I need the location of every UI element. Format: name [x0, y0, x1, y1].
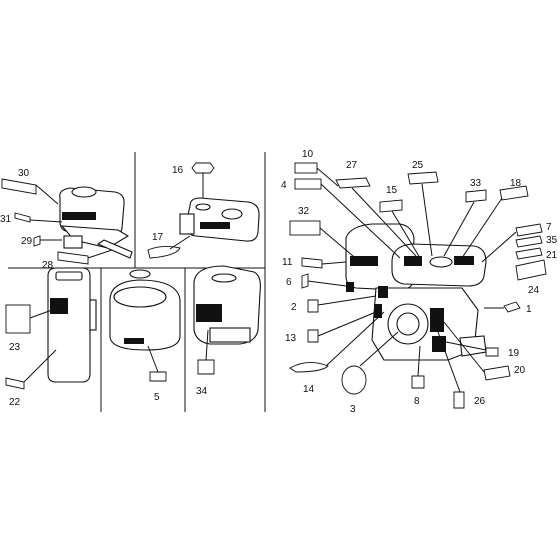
decal-3	[341, 331, 399, 395]
part-number-6: 6	[286, 277, 292, 288]
part-number-13: 13	[285, 333, 297, 344]
decal-10	[294, 162, 339, 187]
decal-8	[411, 345, 425, 389]
decal-17	[147, 235, 191, 259]
air-cleaner-assembly-a	[59, 186, 133, 259]
part-number-28: 28	[42, 260, 54, 271]
part-number-14: 14	[303, 384, 315, 395]
part-number-18: 18	[510, 178, 522, 189]
decal-33	[443, 189, 487, 257]
decal-6	[301, 273, 347, 289]
decal-28	[57, 249, 113, 265]
part-number-3: 3	[350, 404, 356, 415]
part-number-1: 1	[526, 304, 532, 315]
decal-7	[481, 223, 543, 263]
decal-2	[307, 295, 377, 313]
decal-30	[1, 178, 59, 205]
part-number-19: 19	[508, 348, 520, 359]
part-number-34: 34	[196, 386, 208, 397]
part-number-25: 25	[412, 160, 424, 171]
decal-1	[484, 301, 521, 313]
decal-23	[5, 304, 53, 334]
part-number-17: 17	[152, 232, 164, 243]
part-number-27: 27	[346, 160, 358, 171]
part-number-21: 21	[546, 250, 558, 261]
decal-29	[33, 235, 62, 247]
decal-27	[335, 177, 417, 257]
part-number-8: 8	[414, 396, 420, 407]
part-number-4: 4	[281, 180, 287, 191]
decal-32	[289, 220, 361, 263]
part-number-33: 33	[470, 178, 482, 189]
decal-21	[515, 247, 543, 260]
decal-22	[5, 349, 57, 390]
part-number-35: 35	[546, 235, 558, 246]
part-number-2: 2	[291, 302, 297, 313]
decal-35	[515, 235, 543, 248]
decal-14	[289, 311, 385, 373]
decal-19	[445, 341, 499, 357]
decal-20	[443, 321, 511, 381]
decal-26	[437, 331, 465, 409]
air-cleaner-assembly-e	[193, 265, 261, 345]
part-number-10: 10	[302, 149, 314, 160]
part-number-23: 23	[9, 342, 21, 353]
decal-13	[307, 311, 377, 343]
decal-34	[197, 329, 215, 375]
part-number-20: 20	[514, 365, 526, 376]
part-number-16: 16	[172, 165, 184, 176]
decal-4	[294, 178, 401, 259]
decal-15	[379, 199, 421, 259]
part-number-22: 22	[9, 397, 21, 408]
decal-24	[515, 259, 547, 281]
part-number-29: 29	[21, 236, 33, 247]
decal-18	[461, 185, 529, 259]
decal-11	[301, 257, 347, 269]
decal-31	[14, 212, 63, 223]
part-number-7: 7	[546, 222, 552, 233]
part-number-30: 30	[18, 168, 30, 179]
decal-5	[147, 345, 167, 382]
part-number-32: 32	[298, 206, 310, 217]
part-number-11: 11	[282, 257, 293, 268]
decal-25	[407, 171, 439, 257]
air-cleaner-assembly-b	[179, 197, 260, 242]
part-number-26: 26	[474, 396, 486, 407]
part-number-15: 15	[386, 185, 398, 196]
air-cleaner-assembly-d	[109, 269, 181, 351]
part-number-24: 24	[528, 285, 540, 296]
decal-16	[191, 162, 215, 198]
part-number-31: 31	[0, 214, 12, 225]
engine-assembly	[345, 223, 487, 361]
air-cleaner-assembly-c	[47, 267, 97, 383]
part-number-5: 5	[154, 392, 160, 403]
